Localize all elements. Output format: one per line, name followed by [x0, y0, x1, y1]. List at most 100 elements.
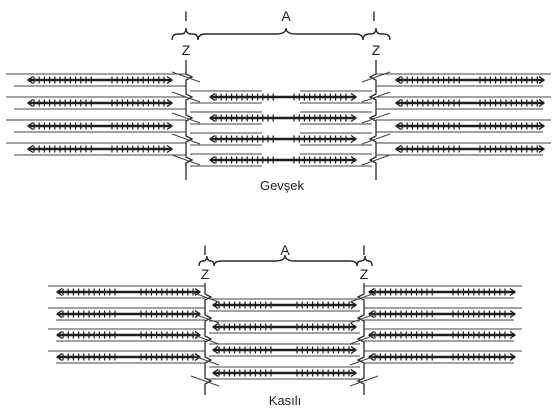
myosin-end-left [208, 155, 216, 165]
myosin-thick-filament [367, 309, 517, 319]
myosin-end-right [350, 92, 358, 102]
myosin-thick-filament [211, 300, 358, 310]
myosin-end-left [55, 330, 63, 340]
myosin-thick-filament [55, 309, 202, 319]
actin-thin-filament [171, 71, 187, 78]
contracted-sarcomere-panel: I A I Z Z Kasılı [48, 242, 522, 408]
a-band-label: A [280, 242, 290, 258]
myosin-thick-filament [394, 98, 546, 108]
myosin-end-right [350, 300, 358, 310]
actin-thin-filament [204, 359, 220, 366]
myosin-end-right [509, 309, 517, 319]
actin-thin-filament [361, 117, 377, 124]
i-band-bracket-right [356, 255, 373, 267]
i-band-label-left: I [203, 242, 207, 258]
myosin-end-left [208, 113, 216, 123]
myosin-end-right [350, 368, 358, 378]
myosin-end-left [367, 330, 375, 340]
actin-thin-filament [363, 333, 379, 340]
myosin-end-right [538, 98, 546, 108]
myosin-end-right [194, 352, 202, 362]
myosin-end-left [367, 352, 375, 362]
myosin-end-right [166, 144, 174, 154]
actin-thin-filament [375, 133, 391, 140]
actin-thin-filament [171, 133, 187, 140]
myosin-end-left [394, 144, 402, 154]
myosin-thick-filament [208, 92, 358, 102]
myosin-end-left [211, 368, 219, 378]
myosin-end-left [394, 75, 402, 85]
myosin-end-right [350, 322, 358, 332]
relaxed-sarcomere-panel: I A I Z Z Gevşek [6, 8, 551, 193]
myosin-end-left [211, 322, 219, 332]
myosin-end-right [194, 330, 202, 340]
myosin-thick-filament [26, 75, 174, 85]
myosin-thick-filament [211, 368, 358, 378]
actin-thin-filament [363, 375, 379, 382]
myosin-thick-filament [208, 113, 358, 123]
actin-thin-filament [190, 312, 206, 319]
actin-thin-filament [190, 333, 206, 340]
myosin-end-right [350, 134, 358, 144]
myosin-thick-filament [394, 75, 546, 85]
myosin-thick-filament [55, 330, 202, 340]
myosin-thick-filament [211, 322, 358, 332]
i-band-bracket-left [171, 27, 199, 41]
actin-thin-filament [363, 312, 379, 319]
myosin-thick-filament [26, 121, 174, 131]
panel-caption: Gevşek [260, 178, 305, 193]
myosin-end-right [509, 352, 517, 362]
myosin-thick-filament [211, 345, 358, 355]
myosin-thick-filament [394, 144, 546, 154]
myosin-thick-filament [367, 330, 517, 340]
myosin-end-right [350, 155, 358, 165]
myosin-end-left [208, 134, 216, 144]
a-band-bracket [213, 254, 358, 267]
actin-thin-filament [185, 76, 201, 83]
z-line [204, 283, 213, 395]
actin-thin-filament [375, 112, 391, 119]
actin-thin-filament [361, 96, 377, 103]
myosin-end-left [394, 121, 402, 131]
myosin-end-left [55, 352, 63, 362]
actin-thin-filament [185, 96, 201, 103]
z-line [185, 60, 194, 180]
actin-thin-filament [375, 91, 391, 98]
actin-thin-filament [349, 359, 365, 366]
actin-thin-filament [171, 154, 187, 161]
actin-thin-filament [204, 317, 220, 324]
actin-thin-filament [363, 291, 379, 298]
i-band-label-left: I [184, 8, 188, 24]
myosin-thick-filament [208, 134, 358, 144]
myosin-thick-filament [55, 287, 202, 297]
myosin-thick-filament [367, 287, 517, 297]
z-line-label-left: Z [182, 42, 191, 58]
myosin-end-left [211, 300, 219, 310]
i-band-label-right: I [362, 242, 366, 258]
z-line [356, 283, 365, 395]
myosin-end-left [26, 98, 34, 108]
z-line-label-right: Z [372, 42, 381, 58]
myosin-thick-filament [26, 144, 174, 154]
myosin-end-right [538, 144, 546, 154]
myosin-end-left [26, 121, 34, 131]
myosin-thick-filament [208, 155, 358, 165]
actin-thin-filament [171, 91, 187, 98]
actin-thin-filament [349, 380, 365, 387]
myosin-thick-filament [394, 121, 546, 131]
myosin-end-right [509, 330, 517, 340]
i-band-label-right: I [372, 8, 376, 24]
i-band-bracket-left [198, 255, 215, 267]
actin-thin-filament [375, 71, 391, 78]
actin-thin-filament [190, 354, 206, 361]
myosin-end-right [166, 121, 174, 131]
myosin-end-left [26, 144, 34, 154]
myosin-thick-filament [55, 352, 202, 362]
actin-thin-filament [349, 317, 365, 324]
actin-thin-filament [185, 117, 201, 124]
myosin-end-right [509, 287, 517, 297]
actin-thin-filament [204, 296, 220, 303]
z-line [368, 60, 377, 180]
actin-thin-filament [361, 138, 377, 145]
